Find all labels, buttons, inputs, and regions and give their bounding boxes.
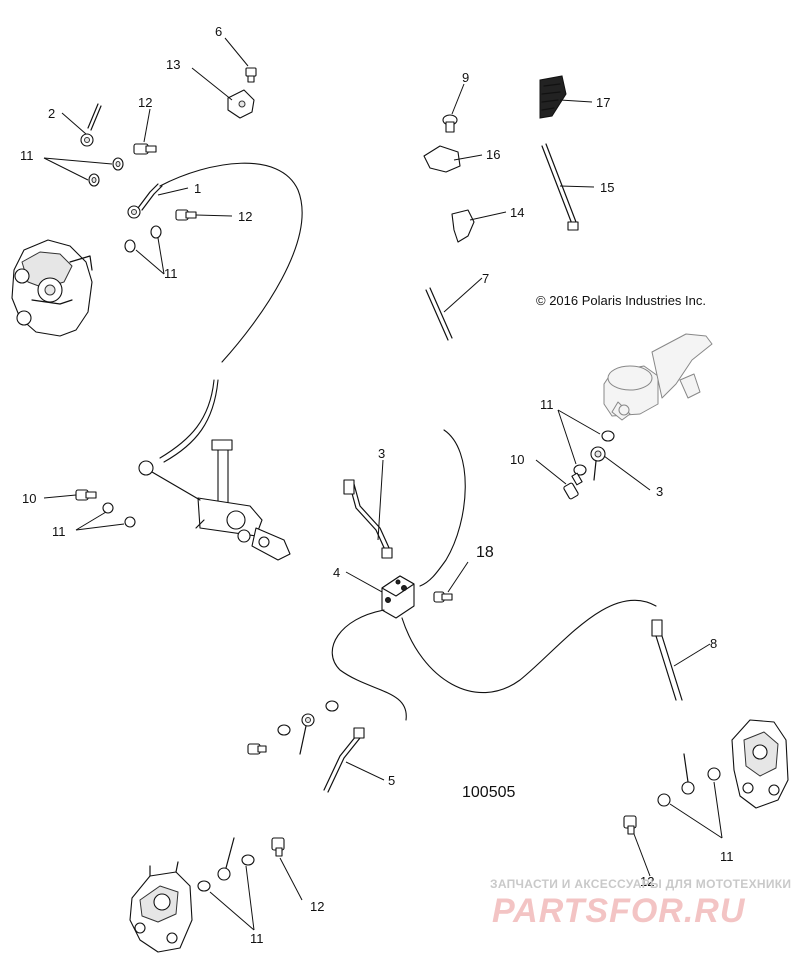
callout-18: 18 xyxy=(476,544,494,561)
callout-14: 14 xyxy=(510,205,524,220)
hose-end-fitting-2 xyxy=(80,103,102,147)
callout-11: 11 xyxy=(250,931,264,946)
bolt-10 xyxy=(75,489,97,501)
watermark-logo: PARTSFOR.RU xyxy=(492,892,746,930)
callout-3: 3 xyxy=(656,484,663,499)
cable-tie-15 xyxy=(541,145,573,225)
copyright-notice: © 2016 Polaris Industries Inc. xyxy=(536,293,706,308)
rear-right-caliper xyxy=(731,719,789,809)
callout-11: 11 xyxy=(540,397,554,412)
cable-tie-15-edge xyxy=(545,143,577,223)
bolt-18 xyxy=(433,591,453,603)
bolt-12 xyxy=(175,209,197,221)
screw-6 xyxy=(245,67,257,83)
washer-11 xyxy=(707,767,721,781)
washer-11 xyxy=(124,516,136,528)
washer-11 xyxy=(102,502,114,514)
handlebar-brake-line xyxy=(419,429,466,587)
callout-11: 11 xyxy=(52,524,66,539)
front-brake-line xyxy=(159,162,303,363)
screw-9 xyxy=(442,114,458,133)
pin-7 xyxy=(425,289,449,341)
brake-line-3-nut xyxy=(381,547,393,559)
distribution-block-4 xyxy=(381,575,415,619)
washer-11 xyxy=(325,700,339,712)
washer-11 xyxy=(150,225,162,239)
front-left-caliper xyxy=(11,239,93,337)
bolt-12 xyxy=(623,815,637,835)
rear-right-brake-line xyxy=(401,599,657,694)
leader-lines xyxy=(43,37,723,931)
callout-15: 15 xyxy=(600,180,614,195)
washer-11 xyxy=(277,724,291,736)
handlebar-master-cylinder xyxy=(603,333,713,421)
banjo-fitting-bottom-right xyxy=(681,753,695,795)
rear-left-caliper xyxy=(129,861,193,953)
rear-left-brake-line xyxy=(331,609,407,721)
callout-5: 5 xyxy=(388,773,395,788)
washer-11 xyxy=(124,239,136,253)
callout-12: 12 xyxy=(310,899,324,914)
connector-line xyxy=(151,471,201,501)
front-brake-line-lower-2 xyxy=(163,379,219,463)
callout-16: 16 xyxy=(486,147,500,162)
washer-11 xyxy=(197,880,211,892)
callout-11: 11 xyxy=(720,849,734,864)
banjo-fitting-1 xyxy=(127,183,163,219)
callout-1: 1 xyxy=(194,181,201,196)
pin-7-edge xyxy=(429,287,453,339)
bolt-bottom-center xyxy=(247,743,267,755)
callout-7: 7 xyxy=(482,271,489,286)
callout-11: 11 xyxy=(164,266,178,281)
clip-16 xyxy=(423,145,461,173)
callout-9: 9 xyxy=(462,70,469,85)
watermark-tagline: ЗАПЧАСТИ И АКСЕССУАРЫ ДЛЯ МОТОТЕХНИКИ xyxy=(490,877,791,891)
washer-11 xyxy=(657,793,671,807)
washer-11 xyxy=(573,464,587,476)
callout-17: 17 xyxy=(596,95,610,110)
callout-12: 12 xyxy=(640,874,654,889)
banjo-eye xyxy=(138,460,154,476)
callout-3: 3 xyxy=(378,446,385,461)
callout-12: 12 xyxy=(138,95,152,110)
callout-6: 6 xyxy=(215,24,222,39)
washer-11-hole xyxy=(91,177,97,183)
brake-line-5 xyxy=(323,727,365,793)
brake-line-3-end xyxy=(343,479,355,495)
sleeve-17 xyxy=(539,75,567,119)
bolt-12 xyxy=(133,143,157,155)
washer-11-hole xyxy=(115,161,121,167)
callout-11: 11 xyxy=(20,148,34,163)
clip-14 xyxy=(451,209,475,243)
cable-tie-15-head xyxy=(567,221,579,231)
banjo-fitting-bottom xyxy=(299,713,315,755)
callout-2: 2 xyxy=(48,106,55,121)
rear-master-cylinder xyxy=(195,439,291,561)
figure-number: 100505 xyxy=(462,784,515,801)
bolt-12 xyxy=(271,837,285,857)
brake-line-3-edge xyxy=(353,483,391,551)
washer-11 xyxy=(601,430,615,442)
brake-line-3 xyxy=(349,485,387,553)
washer-11 xyxy=(241,854,255,866)
callout-10: 10 xyxy=(510,452,524,467)
callout-12: 12 xyxy=(238,209,252,224)
banjo-fitting-bottom-left xyxy=(217,837,235,881)
callout-8: 8 xyxy=(710,636,717,651)
clamp-13-hole xyxy=(238,100,246,108)
banjo-fitting-3 xyxy=(590,446,606,481)
callout-4: 4 xyxy=(333,565,340,580)
brake-line-8 xyxy=(651,619,683,701)
bolt-10 xyxy=(563,472,583,500)
callout-10: 10 xyxy=(22,491,36,506)
front-brake-line-lower xyxy=(159,379,215,459)
callout-13: 13 xyxy=(166,57,180,72)
